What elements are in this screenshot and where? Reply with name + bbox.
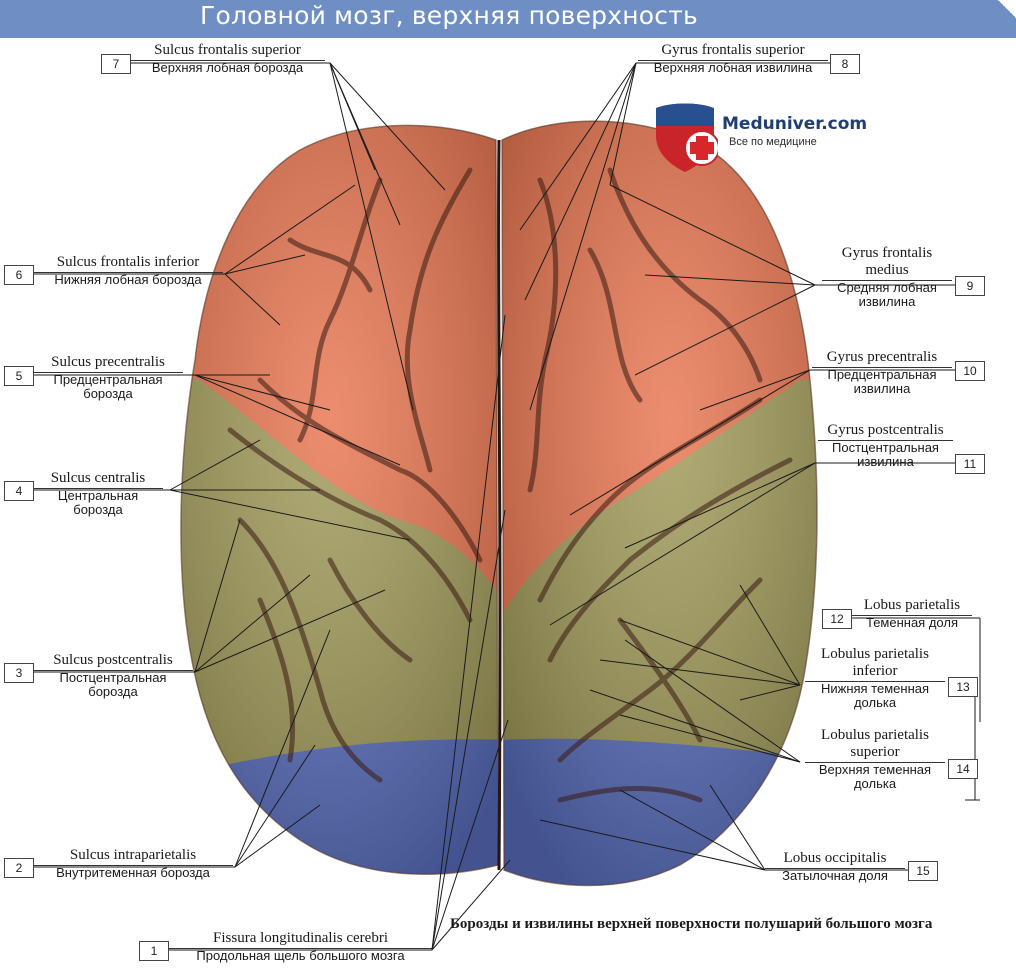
label-fissura-longitudinalis: Fissura longitudinalis cerebri Продольна… — [168, 930, 433, 963]
label-number-9: 9 — [955, 276, 985, 296]
label-number-14: 14 — [948, 759, 978, 779]
figure-caption: Борозды и извилины верхней поверхности п… — [450, 916, 933, 932]
label-number-15: 15 — [908, 861, 938, 881]
leader-lines — [33, 62, 981, 951]
label-sulcus-intraparietalis: Sulcus intraparietalis Внутритеменная бо… — [33, 847, 233, 880]
label-sulcus-centralis: Sulcus centralis Центральная борозда — [33, 470, 163, 518]
label-lobus-occipitalis: Lobus occipitalis Затылочная доля — [765, 850, 905, 883]
label-number-6: 6 — [4, 265, 34, 285]
label-number-12: 12 — [822, 609, 852, 629]
left-sulci — [227, 167, 483, 783]
label-lobulus-parietalis-inferior: Lobulus parietalis inferior Нижняя темен… — [805, 646, 945, 711]
label-lobulus-parietalis-superior: Lobulus parietalis superior Верхняя теме… — [805, 727, 945, 792]
label-number-2: 2 — [4, 858, 34, 878]
logo-brand: Meduniver.com — [722, 114, 868, 134]
right-hemisphere — [502, 121, 817, 886]
label-number-13: 13 — [948, 677, 978, 697]
label-gyrus-frontalis-medius: Gyrus frontalis medius Средняя лобная из… — [822, 245, 952, 310]
longitudinal-fissure — [497, 139, 502, 871]
shield-icon — [656, 103, 718, 172]
page-title: Головной мозг, верхняя поверхность — [200, 1, 698, 30]
label-number-5: 5 — [4, 366, 34, 386]
label-gyrus-frontalis-superior: Gyrus frontalis superior Верхняя лобная … — [638, 42, 828, 75]
label-number-7: 7 — [101, 54, 131, 74]
label-sulcus-postcentralis: Sulcus postcentralis Постцентральная бор… — [33, 652, 193, 700]
label-gyrus-postcentralis: Gyrus postcentralis Постцентральная изви… — [818, 422, 953, 470]
title-bar: Головной мозг, верхняя поверхность — [0, 0, 1016, 38]
label-number-3: 3 — [4, 663, 34, 683]
label-number-1: 1 — [139, 941, 169, 961]
left-hemisphere — [180, 125, 498, 875]
label-number-11: 11 — [955, 454, 985, 474]
logo-tagline: Все по медицине — [729, 136, 817, 148]
label-sulcus-frontalis-superior: Sulcus frontalis superior Верхняя лобная… — [130, 42, 325, 75]
label-number-8: 8 — [830, 54, 860, 74]
meduniver-logo: Meduniver.com Все по медицине — [652, 102, 872, 172]
label-number-10: 10 — [955, 361, 985, 381]
label-lobus-parietalis: Lobus parietalis Теменная доля — [852, 597, 972, 630]
label-number-4: 4 — [4, 481, 34, 501]
label-sulcus-frontalis-inferior: Sulcus frontalis inferior Нижняя лобная … — [33, 254, 223, 287]
page-corner-fold — [998, 0, 1016, 18]
label-sulcus-precentralis: Sulcus precentralis Предцентральная боро… — [33, 354, 183, 402]
label-gyrus-precentralis: Gyrus precentralis Предцентральная извил… — [812, 349, 952, 397]
